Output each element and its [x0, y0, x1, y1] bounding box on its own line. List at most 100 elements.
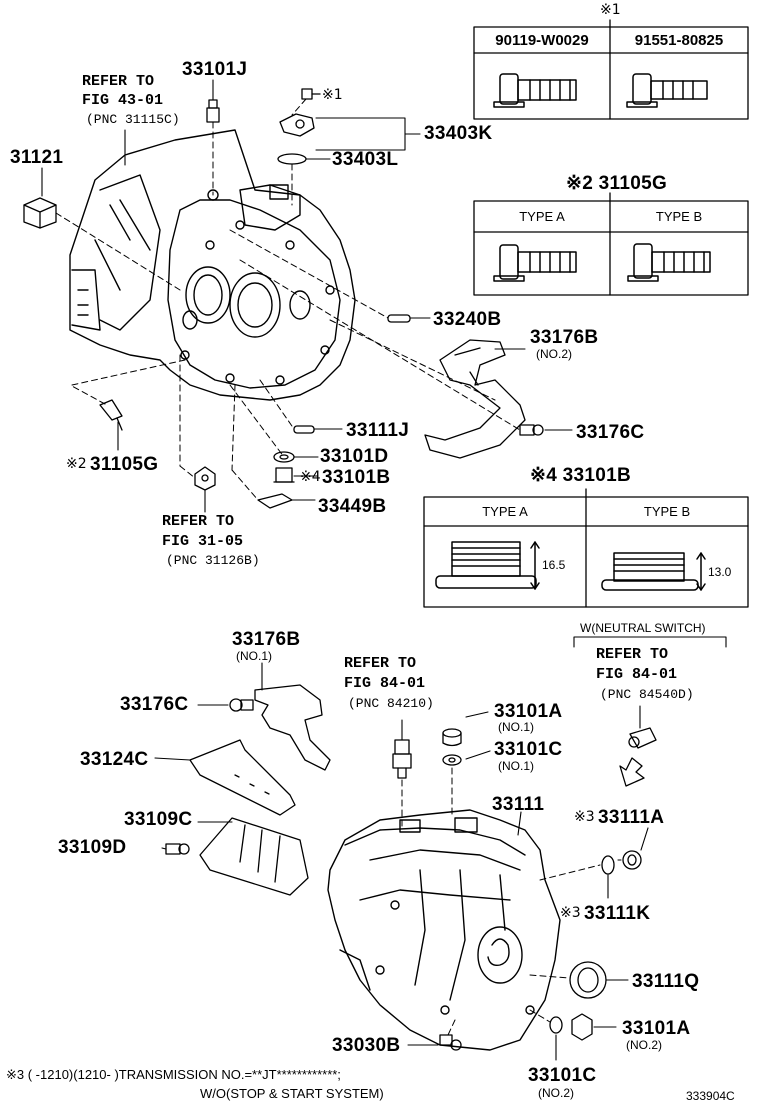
gasket-33101c-no2-drawing [549, 1016, 563, 1034]
label-33403l: 33403L [332, 149, 399, 170]
ref-43-line1: REFER TO [82, 73, 155, 90]
type-table-1-title: ※2 31105G [566, 173, 668, 194]
label-33101c-no2: 33101C [528, 1065, 597, 1086]
type-b-bolt-icon [627, 243, 711, 282]
bolt-table-grid [473, 19, 749, 120]
label-mark3a: ※3 [574, 809, 595, 825]
cover-33124c-drawing [189, 739, 296, 816]
label-33449b: 33449B [318, 496, 387, 517]
bolt-33176c-drawing [519, 424, 544, 436]
label-mark4: ※4 [300, 469, 321, 485]
type-table-2-grid [423, 488, 749, 608]
label-33176b-upper-sub: (NO.2) [536, 347, 572, 361]
ref-43-line2: FIG 43-01 [82, 92, 164, 109]
ref-84b-line1: REFER TO [596, 646, 669, 663]
ref-84a-line3: (PNC 84210) [348, 696, 434, 711]
bolt-table-col2: 91551-80825 [634, 32, 724, 49]
label-33101j: 33101J [182, 59, 248, 80]
ring-33111k-drawing [601, 855, 615, 875]
type-table-1-grid [473, 192, 749, 296]
bolt-icon [493, 73, 577, 108]
seal-33111q-drawing [569, 961, 607, 999]
label-33403k: 33403K [424, 123, 493, 144]
gasket-33449b-drawing [257, 493, 293, 509]
ref-31-line2: FIG 31-05 [162, 533, 244, 550]
ref-84b-line2: FIG 84-01 [596, 666, 678, 683]
dim-a-label: 16.5 [542, 558, 566, 572]
plug-33101b-drawing [273, 467, 295, 483]
bolt-33101j-drawing [206, 99, 220, 123]
label-33101c-no1: 33101C [494, 739, 563, 760]
label-mark2: ※2 [66, 456, 87, 472]
bolt-table-mark: ※1 [600, 2, 621, 18]
label-33176b-lower-sub: (NO.1) [236, 649, 272, 663]
bolt-33109d-drawing [165, 843, 190, 855]
ref-84b-line3: (PNC 84540D) [600, 687, 694, 702]
footnote-line2: W/O(STOP & START SYSTEM) [200, 1086, 384, 1101]
label-33176c-upper: 33176C [576, 422, 645, 443]
clutch-housing-drawing [69, 129, 356, 401]
label-mark3b: ※3 [560, 905, 581, 921]
gasket-33101c-no1-drawing [442, 754, 462, 766]
bolt-31105g-drawing [99, 399, 123, 431]
type-table-2-title: ※4 33101B [530, 465, 632, 486]
label-33111j: 33111J [346, 420, 410, 441]
ref-31-line1: REFER TO [162, 513, 235, 530]
footnote-line1: ※3 ( -1210)(1210- )TRANSMISSION NO.=**JT… [6, 1067, 341, 1082]
label-33111a: 33111A [598, 807, 665, 828]
plug-type-b-icon [601, 552, 706, 591]
plug-33101a-no1-drawing [442, 728, 462, 747]
label-33124c: 33124C [80, 749, 149, 770]
label-neutral-switch: W(NEUTRAL SWITCH) [580, 621, 706, 635]
label-31121: 31121 [10, 147, 64, 168]
type-table-2-col1: TYPE A [482, 504, 528, 519]
dim-b-label: 13.0 [708, 565, 732, 579]
label-33101b: 33101B [322, 467, 391, 488]
bolt-33176c-lower-drawing [229, 698, 254, 712]
flange-bolt-icon [626, 73, 708, 108]
bolt-33030b-drawing [439, 1034, 462, 1051]
type-a-bolt-icon [493, 244, 577, 282]
bolt-mark1-drawing [301, 88, 321, 100]
switch-84540d-drawing [628, 727, 657, 749]
bracket-33176b-no2-drawing [424, 339, 526, 459]
label-33111k: 33111K [584, 903, 651, 924]
cover-33109c-drawing [199, 817, 309, 896]
label-33176b-upper: 33176B [530, 327, 599, 348]
pin-33240b-drawing [387, 314, 411, 323]
label-33176c-lower: 33176C [120, 694, 189, 715]
type-table-2-col2: TYPE B [643, 504, 691, 519]
transmission-case-drawing [327, 809, 561, 1051]
plug-33403k-drawing [279, 113, 315, 137]
seal-33111a-drawing [622, 850, 642, 870]
bolt-table-col1: 90119-W0029 [495, 32, 589, 49]
oring-33403l-drawing [277, 153, 307, 165]
type-table-1-col2: TYPE B [655, 209, 703, 224]
label-33109d: 33109D [58, 837, 127, 858]
plug-33101a-no2-drawing [571, 1013, 593, 1041]
ref-43-line3: (PNC 31115C) [86, 112, 180, 127]
dashed-assembly-lines [55, 98, 601, 1036]
label-33101a-no2: 33101A [622, 1018, 691, 1039]
label-33109c: 33109C [124, 809, 193, 830]
ref-84a-line2: FIG 84-01 [344, 675, 426, 692]
label-33030b: 33030B [332, 1035, 401, 1056]
ref-31-line3: (PNC 31126B) [166, 553, 260, 568]
label-31105g: 31105G [90, 454, 159, 475]
ref-84a-line1: REFER TO [344, 655, 417, 672]
label-33176b-lower: 33176B [232, 629, 301, 650]
label-33101c-no1-sub: (NO.1) [498, 759, 534, 773]
label-33111: 33111 [492, 794, 545, 815]
label-33101a-no1: 33101A [494, 701, 563, 722]
bracket-33176b-no1-drawing [254, 684, 331, 771]
plug-type-a-icon [435, 541, 540, 590]
cap-31121-drawing [23, 197, 57, 229]
label-33240b: 33240B [433, 309, 502, 330]
sensor-84210-drawing [392, 739, 412, 779]
label-33111q: 33111Q [632, 971, 700, 992]
gasket-33101d-drawing [273, 451, 295, 463]
leader-lines [41, 79, 727, 1061]
type-table-1-col1: TYPE A [519, 209, 565, 224]
